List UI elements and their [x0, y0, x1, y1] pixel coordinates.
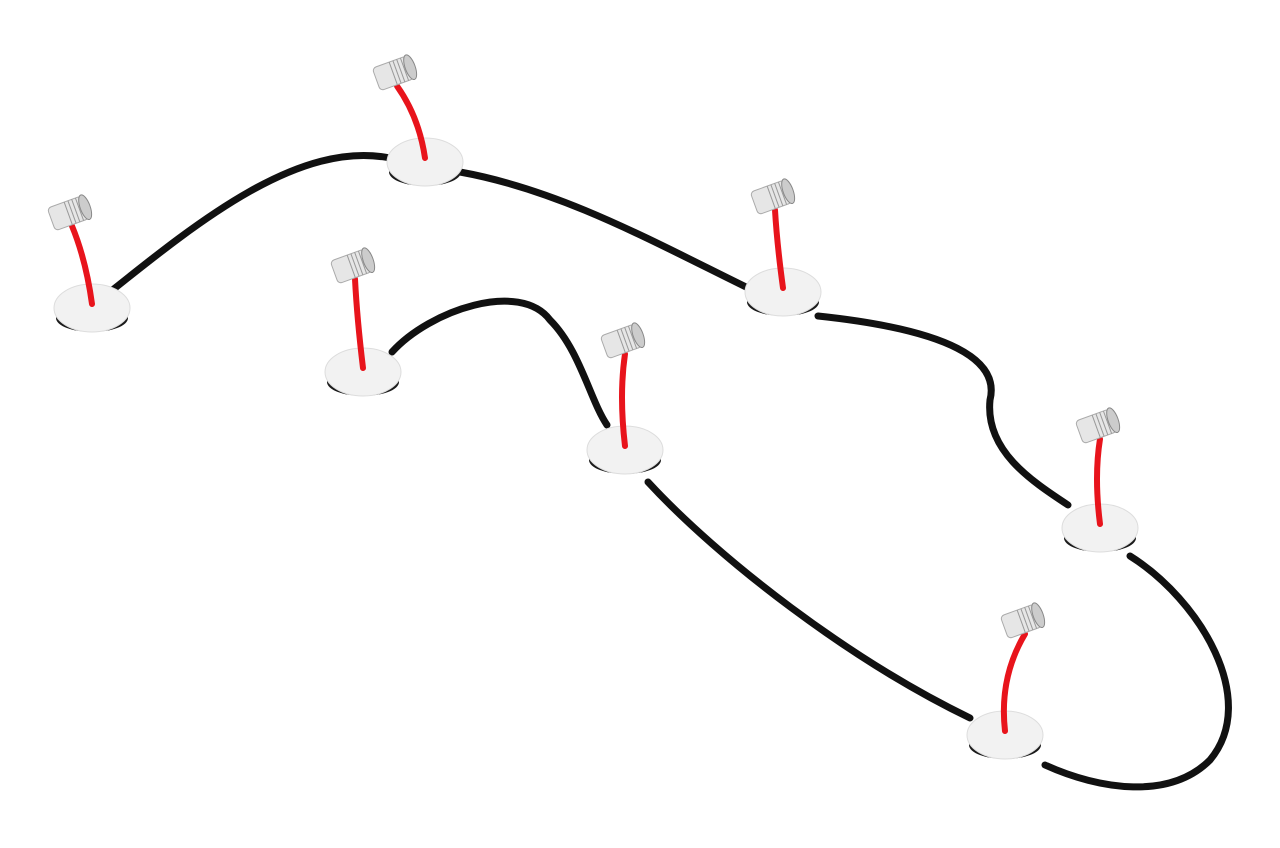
spotlight-lamp [586, 322, 664, 475]
spotlight-lamp [1061, 407, 1139, 553]
lamp-stem [352, 276, 366, 371]
spotlight-lamp [372, 54, 464, 187]
lamp-head [1075, 407, 1121, 444]
spotlight-lamp [324, 247, 402, 397]
lamp-head [1000, 602, 1046, 639]
lamp-head [750, 178, 796, 215]
cable-upper [106, 151, 1232, 791]
cable-lower [388, 297, 974, 722]
lamp-stem [1094, 436, 1103, 527]
lamp-head [600, 322, 646, 359]
lamp-stem [1000, 631, 1028, 734]
lamp-base [53, 283, 131, 333]
spotlight-lamp [744, 178, 822, 317]
lamp-head [330, 247, 376, 284]
lamp-stem [772, 207, 786, 291]
lamp-base [386, 137, 464, 187]
lamp-head [47, 194, 93, 231]
lamp-head [372, 54, 418, 91]
lamp-stem [69, 223, 95, 307]
lamp-stem [394, 83, 428, 161]
lamp-stem [619, 351, 628, 449]
spotlight-lamp [966, 602, 1046, 760]
spotlight-lamp [47, 194, 131, 333]
